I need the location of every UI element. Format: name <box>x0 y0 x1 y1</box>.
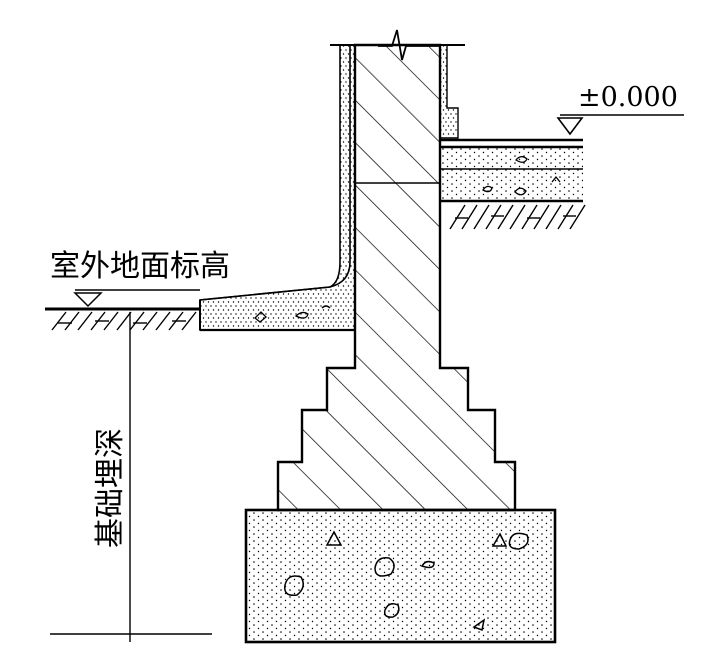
exterior-apron <box>199 45 351 301</box>
outdoor-ground: 室外地面标高 <box>45 249 230 331</box>
floor-level-marker: ±0.000 <box>556 82 684 136</box>
brick-wall-footing <box>276 43 517 512</box>
break-symbol <box>378 29 440 61</box>
concrete-base <box>244 508 557 644</box>
floor-level-label: ±0.000 <box>578 82 678 113</box>
wall-and-footing <box>276 43 517 512</box>
outdoor-ground-label: 室外地面标高 <box>50 249 230 284</box>
interior-ground-hatch <box>449 204 586 230</box>
foundation-depth-label: 基础埋深 <box>93 428 128 548</box>
interior-floor <box>440 138 583 203</box>
foundation-depth-dimension: 基础埋深 <box>50 312 212 642</box>
apron-aggregate <box>254 305 331 323</box>
interior-plaster <box>439 44 459 139</box>
